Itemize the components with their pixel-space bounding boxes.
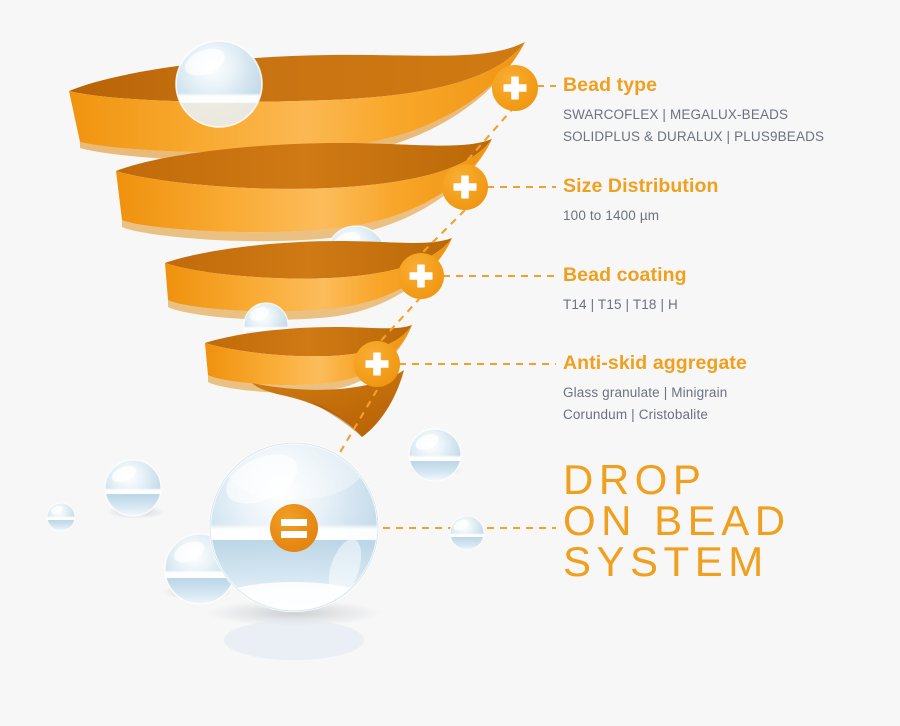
- funnel-turn-2: [116, 139, 492, 242]
- feature-lines-size-distribution: 100 to 1400 µm: [563, 205, 719, 227]
- feature-block-anti-skid-aggregate: Anti-skid aggregate Glass granulate | Mi…: [563, 352, 747, 426]
- feature-block-bead-type: Bead type SWARCOFLEX | MEGALUX-BEADS SOL…: [563, 74, 824, 148]
- glass-bead-on-funnel-top: [175, 40, 263, 128]
- funnel-tail: [252, 370, 404, 437]
- feature-line: 100 to 1400 µm: [563, 208, 660, 224]
- feature-line: SWARCOFLEX | MEGALUX-BEADS: [563, 107, 789, 123]
- wordmark-line: DROP: [563, 456, 707, 503]
- badge-anti-skid-aggregate[interactable]: [354, 341, 400, 387]
- feature-title-bead-type: Bead type: [563, 74, 658, 96]
- feature-line: Corundum | Cristobalite: [563, 407, 709, 423]
- result-wordmark: DROP ON BEAD SYSTEM: [563, 456, 791, 585]
- wordmark-line: ON BEAD: [563, 497, 791, 544]
- badge-bead-type[interactable]: [492, 65, 538, 111]
- feature-title-size-distribution: Size Distribution: [563, 175, 719, 197]
- feature-block-size-distribution: Size Distribution 100 to 1400 µm: [563, 175, 719, 227]
- feature-lines-anti-skid-aggregate: Glass granulate | Minigrain Corundum | C…: [563, 382, 747, 426]
- feature-line: SOLIDPLUS & DURALUX | PLUS9BEADS: [563, 129, 825, 145]
- feature-title-bead-coating: Bead coating: [563, 264, 687, 286]
- feature-line: T14 | T15 | T18 | H: [563, 297, 678, 313]
- badge-equals-result[interactable]: [270, 504, 318, 552]
- funnel-turn-3: [165, 238, 452, 320]
- dashed-connector-spine: [315, 105, 516, 494]
- badge-size-distribution[interactable]: [442, 164, 488, 210]
- funnel-turn-1: [69, 42, 525, 161]
- feature-line: Glass granulate | Minigrain: [563, 385, 728, 401]
- feature-block-bead-coating: Bead coating T14 | T15 | T18 | H: [563, 264, 687, 316]
- feature-lines-bead-type: SWARCOFLEX | MEGALUX-BEADS SOLIDPLUS & D…: [563, 104, 824, 148]
- badge-bead-coating[interactable]: [398, 253, 444, 299]
- wordmark-line: SYSTEM: [563, 538, 769, 585]
- feature-title-anti-skid-aggregate: Anti-skid aggregate: [563, 352, 747, 374]
- feature-lines-bead-coating: T14 | T15 | T18 | H: [563, 294, 687, 316]
